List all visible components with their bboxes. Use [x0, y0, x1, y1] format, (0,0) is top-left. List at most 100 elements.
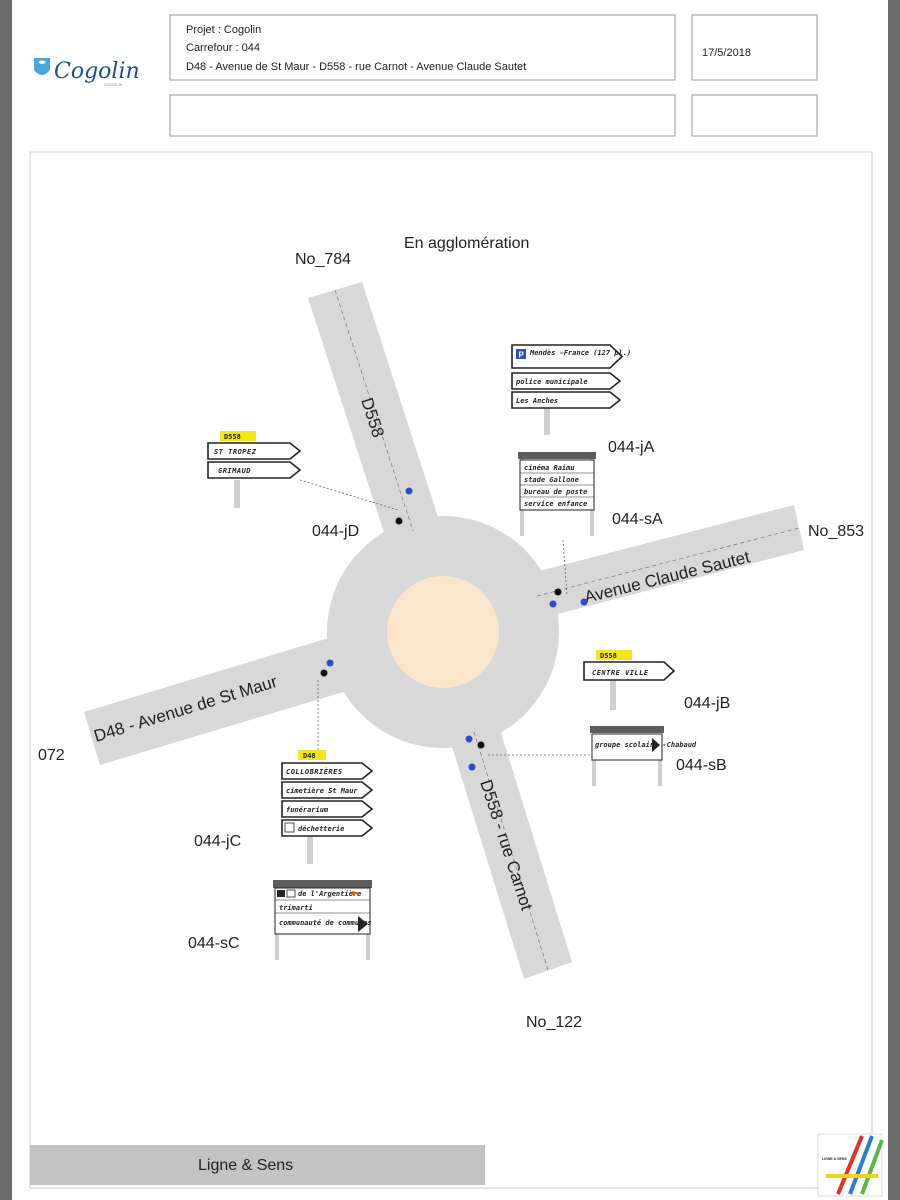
- logo-stripe-blue: [848, 1135, 874, 1195]
- sign-panel: [274, 887, 371, 935]
- marker-jD: [395, 517, 403, 525]
- sign-panel: [591, 733, 663, 761]
- sign-line: police municipale: [515, 378, 588, 386]
- footer-label: Ligne & Sens: [198, 1157, 293, 1174]
- direction-sign: [511, 344, 624, 369]
- direction-sign: [511, 372, 622, 390]
- sign-jD: D558 ST TROPEZ GRIMAUD: [207, 431, 302, 508]
- sign-line: Mendès -France (127 pl.): [529, 349, 631, 357]
- leader-jD: [299, 479, 399, 511]
- road-east-centerline: [536, 527, 800, 597]
- arrow-right-icon: [352, 891, 360, 895]
- direction-sign: [281, 781, 374, 799]
- sign-jA: P Mendès -France (127 pl.) police munici…: [511, 344, 631, 435]
- project-info-box: [169, 14, 676, 81]
- road-north-centerline: [334, 289, 414, 532]
- sign-line: stade Gallone: [524, 476, 579, 484]
- sign-jB: D558 CENTRE VILLE: [583, 650, 676, 710]
- sign-id-jB: 044-jB: [684, 695, 730, 712]
- route-badge: [298, 750, 326, 760]
- sign-post: [307, 836, 313, 864]
- route-number: D558: [224, 433, 241, 441]
- date-value: 17/5/2018: [702, 47, 751, 59]
- sign-line: service enfance: [524, 500, 587, 508]
- direction-sign: [207, 442, 302, 460]
- sign-line: de l'Argentière: [298, 890, 361, 898]
- shield-emblem-icon: [38, 60, 46, 64]
- arrow-right-icon: [652, 738, 660, 752]
- sign-post: [658, 740, 662, 786]
- roundabout-island: [387, 576, 499, 688]
- sign-line: cinéma Raimu: [524, 464, 575, 472]
- logo-brand-text: LIGNE & SENS: [822, 1157, 847, 1161]
- sign-header-band: [518, 452, 596, 459]
- route-number: D558: [600, 652, 617, 660]
- direction-sign: [583, 661, 676, 681]
- sign-line: bureau de poste: [524, 488, 587, 496]
- marker-jB: [477, 741, 485, 749]
- arrow-right-icon: [358, 916, 368, 932]
- sign-markers: [299, 479, 590, 771]
- direction-sign: [281, 762, 374, 780]
- logo-subtext: COGOLIN: [104, 82, 123, 87]
- leader-sA: [562, 539, 568, 596]
- sign-line: GRIMAUD: [218, 467, 251, 475]
- road-east: [532, 505, 804, 618]
- direction-sign: [281, 800, 374, 818]
- diagram-title: En agglomération: [404, 235, 529, 252]
- header-empty-box: [169, 94, 676, 137]
- marker-jA: [554, 588, 562, 596]
- roads: [84, 282, 804, 979]
- sign-line: COLLOBRIÈRES: [286, 767, 343, 776]
- logo-stripe-green: [860, 1139, 884, 1195]
- marker-jD-sign: [405, 487, 413, 495]
- sign-post: [544, 405, 550, 435]
- marker-sA-2: [580, 598, 588, 606]
- logo-text: Cogolin: [54, 59, 140, 84]
- sign-sC: de l'Argentière trimarti communauté de c…: [273, 880, 372, 960]
- sign-id-sA: 044-sA: [612, 511, 663, 528]
- route-badge: [596, 650, 632, 660]
- sign-id-jA: 044-jA: [608, 439, 655, 456]
- sign-line: Les Anches: [516, 397, 558, 405]
- sign-line: CENTRE VILLE: [592, 669, 649, 677]
- sign-id-jC: 044-jC: [194, 833, 241, 850]
- sign-sA: cinéma Raimu stade Gallone bureau de pos…: [518, 452, 596, 536]
- roads-description: D48 - Avenue de St Maur - D558 - rue Car…: [186, 61, 526, 73]
- direction-sign: [511, 391, 622, 409]
- pictogram-icon: [277, 890, 285, 897]
- recycling-icon: [284, 822, 295, 833]
- sign-line: cimetière St Maur: [286, 787, 358, 795]
- sign-id-jD: 044-jD: [312, 523, 359, 540]
- direction-sign: [207, 461, 302, 479]
- marker-sB: [465, 735, 473, 743]
- node-west: 072: [38, 747, 65, 764]
- sign-line: groupe scolaire -Chabaud: [595, 741, 697, 749]
- marker-sB-2: [468, 763, 476, 771]
- marker-jC: [320, 669, 328, 677]
- sign-jC: D48 COLLOBRIÈRES cimetière St Maur funér…: [281, 750, 374, 864]
- sign-sB: groupe scolaire -Chabaud: [590, 726, 697, 786]
- node-north: No_784: [295, 251, 351, 268]
- sign-post: [610, 680, 616, 710]
- footer-bar: [30, 1145, 485, 1185]
- route-number: D48: [303, 752, 316, 760]
- shield-icon: [34, 58, 50, 75]
- date-box: [691, 14, 818, 81]
- sign-header-band: [273, 880, 372, 888]
- sign-header-band: [590, 726, 664, 733]
- marker-jC-sign: [326, 659, 334, 667]
- sign-line: communauté de communes: [279, 919, 372, 927]
- intersection-diagram: Cogolin COGOLIN Projet : Cogolin Carrefo…: [29, 14, 884, 1197]
- direction-sign: [281, 819, 374, 837]
- sign-line: déchetterie: [298, 825, 344, 833]
- route-badge: [220, 431, 256, 441]
- road-south: [450, 723, 572, 979]
- sign-line: funérarium: [286, 806, 329, 814]
- ligne-et-sens-logo: LIGNE & SENS: [817, 1133, 884, 1197]
- project-name: Projet : Cogolin: [186, 24, 261, 36]
- marker-sA: [549, 600, 557, 608]
- cogolin-logo: Cogolin COGOLIN: [34, 58, 140, 87]
- parking-letter: P: [519, 351, 525, 360]
- sign-post: [234, 480, 240, 508]
